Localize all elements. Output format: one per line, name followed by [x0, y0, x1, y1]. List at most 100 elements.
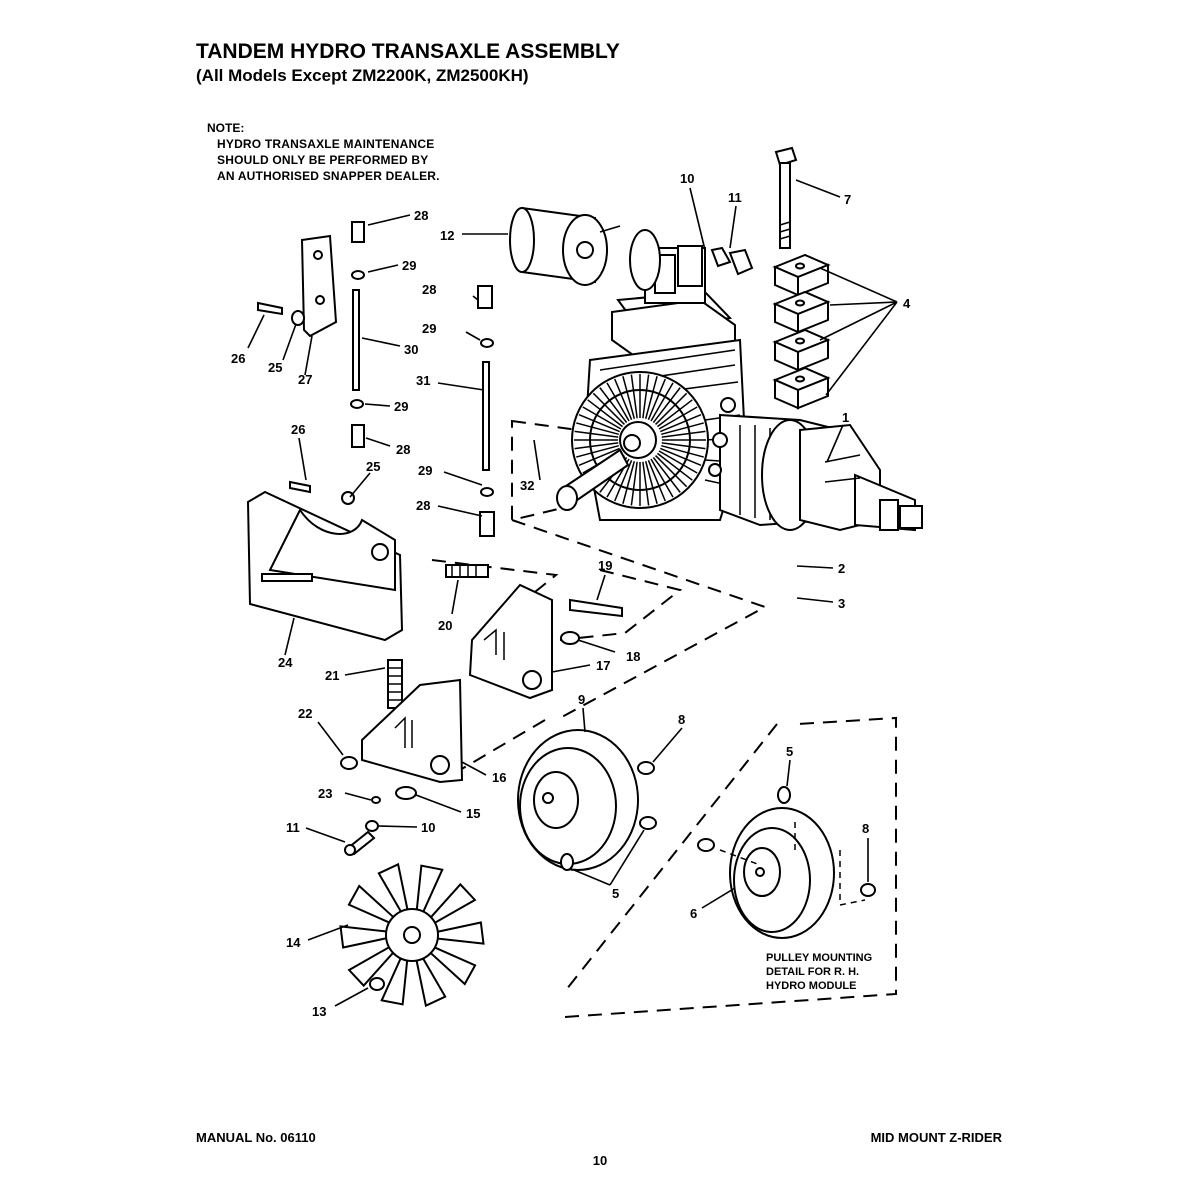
cooling-fin: [661, 444, 704, 458]
cooling-fin: [661, 422, 704, 436]
callout-1: 1: [842, 410, 849, 425]
callout-9: 9: [578, 692, 585, 707]
callout-13: 13: [312, 1004, 326, 1019]
inset-caption-line-1: PULLEY MOUNTING: [766, 952, 873, 964]
cooling-fin: [587, 399, 624, 428]
cooling-fin: [644, 376, 658, 419]
callout-28-a: 28: [414, 208, 428, 223]
callout-30: 30: [404, 342, 418, 357]
callout-5-main: 5: [612, 886, 619, 901]
main-pulley: [517, 729, 657, 871]
transaxle-housing: [556, 229, 923, 532]
spacer-block: [772, 290, 831, 334]
callout-25-b: 25: [366, 459, 380, 474]
callout-18: 18: [626, 649, 640, 664]
control-plates: [361, 583, 623, 784]
callout-32: 32: [520, 478, 534, 493]
callout-22: 22: [298, 706, 312, 721]
callout-19: 19: [598, 558, 612, 573]
cooling-fin: [644, 461, 658, 504]
cooling-fin: [642, 461, 650, 506]
inset-caption-line-3: HYDRO MODULE: [766, 980, 857, 992]
small-hardware: [340, 756, 417, 991]
callout-11-top: 11: [728, 190, 742, 205]
control-rod-right: [477, 285, 495, 537]
control-pins: [710, 246, 754, 276]
callout-15: 15: [466, 806, 480, 821]
cooling-fin: [661, 442, 706, 450]
callout-2: 2: [838, 561, 845, 576]
note-line-1: HYDRO TRANSAXLE MAINTENANCE: [217, 137, 435, 151]
cooling-fin: [622, 461, 636, 504]
callout-17: 17: [596, 658, 610, 673]
cooling-fin: [630, 374, 638, 419]
fan-blade-vane: [427, 945, 477, 986]
fan-blade-vane: [415, 864, 444, 915]
note-heading: NOTE:: [207, 121, 245, 135]
callout-25-a: 25: [268, 360, 282, 375]
callout-27: 27: [298, 372, 312, 387]
cooling-fin: [614, 378, 633, 420]
cooling-fin: [614, 460, 633, 502]
cooling-fin: [652, 387, 681, 424]
page-title: TANDEM HYDRO TRANSAXLE ASSEMBLY: [196, 40, 620, 63]
cooling-fin: [660, 414, 702, 433]
note-line-2: SHOULD ONLY BE PERFORMED BY: [217, 153, 429, 167]
cooling-fin: [655, 392, 688, 425]
model-name: MID MOUNT Z-RIDER: [870, 1130, 1002, 1145]
fan-blade-vane: [434, 921, 485, 945]
cooling-fin: [656, 452, 693, 481]
callout-23: 23: [318, 786, 332, 801]
callout-10-top: 10: [680, 171, 694, 186]
callout-28-b: 28: [422, 282, 436, 297]
control-rod-left: [257, 221, 365, 448]
cooling-fin: [647, 378, 666, 420]
leader-lines: [247, 179, 898, 1007]
cooling-fin: [582, 406, 622, 430]
callout-11-left: 11: [286, 820, 300, 835]
fan-blade: [339, 862, 485, 1008]
fan-blade-vane: [428, 882, 477, 926]
callout-28-d: 28: [416, 498, 430, 513]
cooling-fin: [658, 450, 698, 474]
cooling-fin: [576, 422, 619, 436]
cooling-fin: [630, 461, 638, 506]
callout-5-inset: 5: [786, 744, 793, 759]
fan-blade-vane: [414, 955, 447, 1008]
callout-8-inset: 8: [862, 821, 869, 836]
callout-26-b: 26: [291, 422, 305, 437]
cooling-fin: [655, 455, 688, 488]
callout-7: 7: [844, 192, 851, 207]
inset-pulley: [697, 786, 876, 939]
callout-12: 12: [440, 228, 454, 243]
spacer-block: [772, 253, 831, 297]
spacer-block: [772, 366, 831, 410]
callout-20: 20: [438, 618, 452, 633]
cooling-fin: [578, 414, 620, 433]
cooling-fin: [599, 387, 628, 424]
callout-29-c: 29: [394, 399, 408, 414]
callout-21: 21: [325, 668, 339, 683]
callout-8-a: 8: [678, 712, 685, 727]
cooling-fin: [606, 382, 630, 422]
dashed-guide-lines: [431, 419, 897, 1018]
cooling-fin: [592, 392, 625, 425]
mounting-bracket: [246, 480, 404, 642]
callout-10-left: 10: [421, 820, 435, 835]
cooling-fin: [647, 460, 666, 502]
callout-31: 31: [416, 373, 430, 388]
fan-blade-vane: [380, 955, 409, 1006]
page-number: 10: [592, 1153, 608, 1168]
cooling-fin: [660, 447, 702, 466]
inset-caption-line-2: DETAIL FOR R. H.: [766, 966, 860, 978]
cooling-fin: [578, 447, 620, 466]
manual-number: MANUAL No. 06110: [196, 1130, 316, 1145]
callout-28-c: 28: [396, 442, 410, 457]
callout-29-a: 29: [402, 258, 416, 273]
callout-numbers: 7 10 11 12 4 1 2 3 32 28 29 28 29 30 31 …: [231, 171, 911, 1019]
fan-blade-vane: [347, 884, 397, 925]
cooling-fin: [622, 376, 636, 419]
cooling-fin: [650, 458, 674, 498]
cooling-fin: [642, 374, 650, 419]
callout-24: 24: [278, 655, 293, 670]
